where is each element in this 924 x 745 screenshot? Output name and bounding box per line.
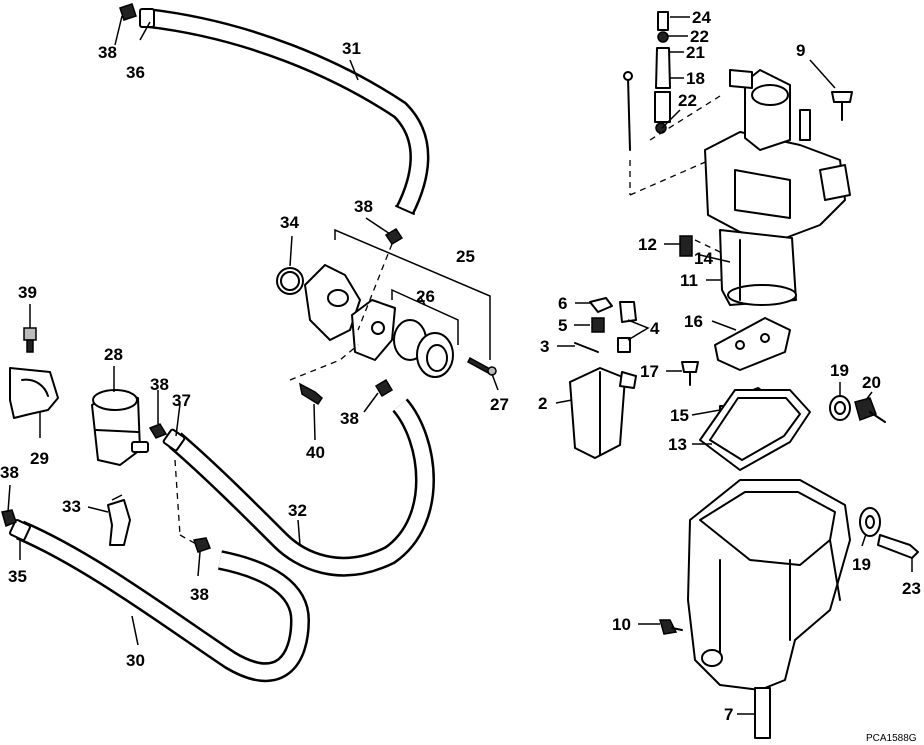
callout-3: 3 [540,337,549,356]
callout-15: 15 [670,406,689,425]
hose-end-37 [162,428,186,452]
callout-40: 40 [306,443,325,462]
callout-23: 23 [902,579,921,598]
fitting-4 [617,301,637,353]
clamp-38-filter [148,423,168,439]
callout-5: 5 [558,316,567,335]
callout-19: 19 [852,555,871,574]
callout-29: 29 [30,449,49,468]
callout-32: 32 [288,501,307,520]
callout-10: 10 [612,615,631,634]
fitting-39 [23,327,37,353]
callout-labels: 24 22 21 18 22 9 31 38 36 34 38 25 26 27… [0,8,921,724]
callout-38: 38 [150,375,169,394]
part-6 [589,297,613,313]
callout-26: 26 [416,287,435,306]
callout-19: 19 [830,361,849,380]
plug-20 [854,397,886,423]
leader-lines [7,15,913,715]
callout-34: 34 [280,213,299,232]
clamp-38-mid [374,378,394,398]
tube-21-18 [654,47,671,123]
gasket-13 [699,389,811,471]
clip-33 [107,494,131,546]
callout-28: 28 [104,345,123,364]
screw-12 [679,235,693,257]
hose-31 [146,8,430,215]
callout-13: 13 [668,435,687,454]
seal-22-top [657,31,669,43]
callout-9: 9 [796,41,805,60]
callout-22: 22 [678,91,697,110]
callout-4: 4 [650,319,660,338]
fuel-pump-assembly [276,227,497,406]
bolt-23 [877,534,919,559]
hose-30 [16,520,310,683]
figure-code: PCA1588G [866,733,917,744]
pin-7 [754,687,771,739]
callout-21: 21 [686,43,705,62]
callout-7: 7 [724,705,733,724]
callout-6: 6 [558,294,567,313]
callout-2: 2 [538,394,547,413]
screw-10 [659,619,683,635]
washer-19-top [829,395,851,421]
washer-19-bottom [859,507,881,537]
callout-20: 20 [862,373,881,392]
hose-end-35 [9,519,31,541]
hose-end-36 [139,8,155,28]
callout-35: 35 [8,567,27,586]
callout-14: 14 [694,249,713,268]
screw-9 [831,91,853,121]
cover-2 [569,367,637,459]
pin-3 [574,342,599,353]
callout-38: 38 [354,197,373,216]
vapor-separator-body [704,69,851,241]
callout-38: 38 [190,585,209,604]
callout-31: 31 [342,39,361,58]
pin-24 [657,11,669,31]
callout-16: 16 [684,312,703,331]
callout-11: 11 [680,271,698,290]
callout-12: 12 [638,235,657,254]
float-bowl [687,479,851,691]
callout-38: 38 [98,43,117,62]
callout-36: 36 [126,63,145,82]
screw-40 [298,382,323,406]
callout-37: 37 [172,391,191,410]
filter-housing-11 [719,229,797,306]
fuel-filter-28 [91,389,149,466]
callout-33: 33 [62,497,81,516]
clamp-38-top [384,227,404,246]
clamp-38-left [1,509,17,528]
callout-18: 18 [686,69,705,88]
callout-22: 22 [690,27,709,46]
callout-39: 39 [18,283,37,302]
callout-27: 27 [490,395,509,414]
callout-30: 30 [126,651,145,670]
screw-5 [591,317,605,333]
long-bolt [623,71,633,151]
clamp-38-hose-end [119,3,137,21]
screw-17 [681,361,699,386]
callout-38: 38 [0,463,19,482]
clamp-38-lower [193,537,211,553]
bracket-29 [9,367,59,419]
callout-25: 25 [456,247,475,266]
callout-38: 38 [340,409,359,428]
hose-32 [168,398,435,577]
callout-17: 17 [640,362,659,381]
gasket-16 [714,317,791,371]
callout-24: 24 [692,8,711,27]
